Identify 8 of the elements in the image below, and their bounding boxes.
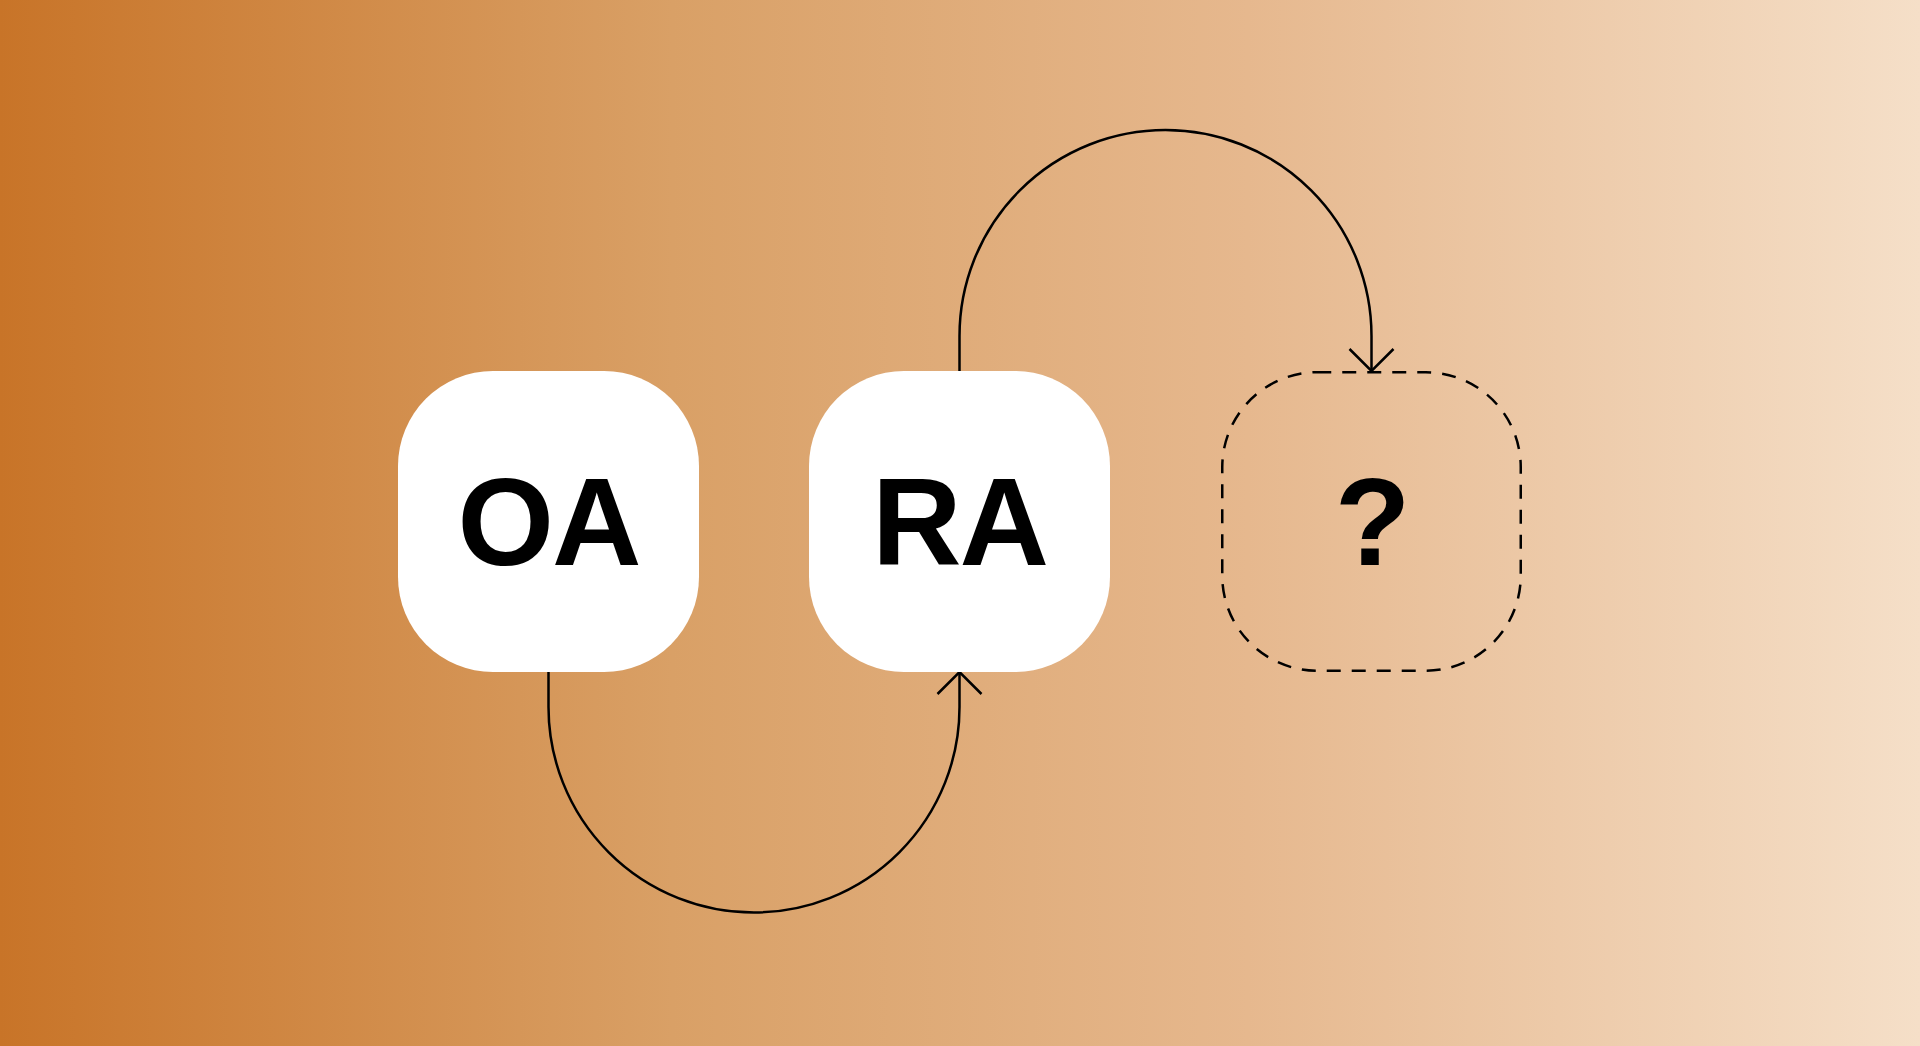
dashed-placeholder-box	[1221, 371, 1522, 672]
rounded-box	[398, 371, 699, 672]
box-label: ?	[1334, 459, 1409, 584]
curved-arrow	[547, 670, 983, 914]
rounded-box	[809, 371, 1110, 672]
box-label: OA	[457, 459, 640, 584]
box-label: RA	[871, 459, 1048, 584]
curved-arrow	[958, 129, 1395, 373]
